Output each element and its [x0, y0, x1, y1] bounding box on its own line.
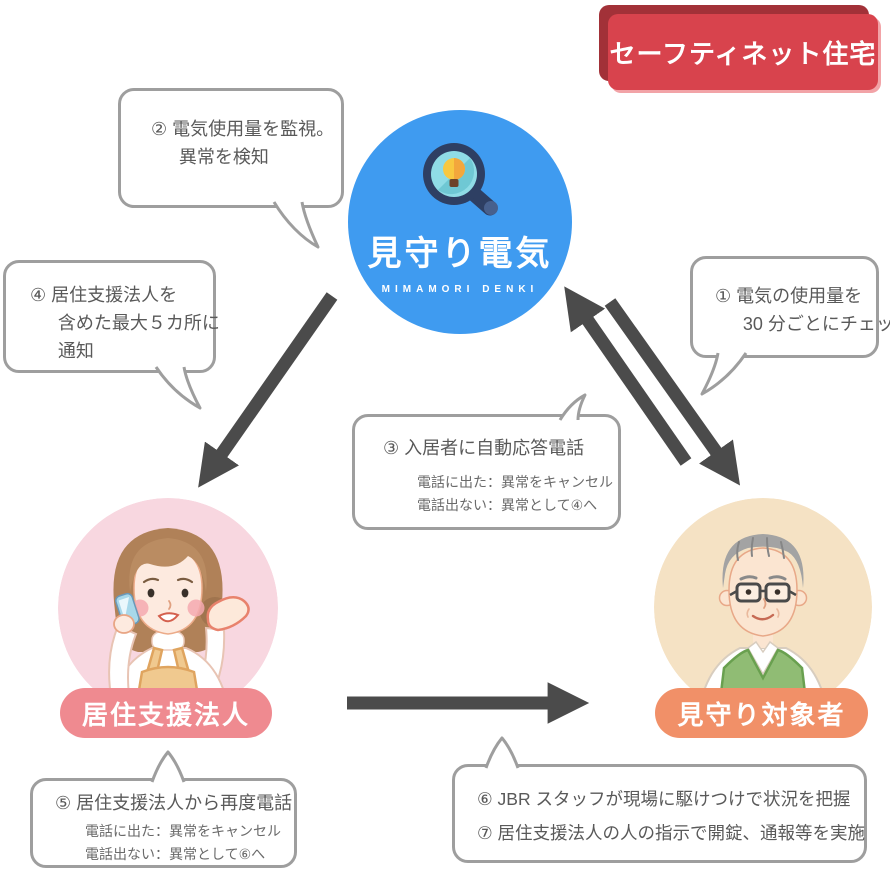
bubble-step4-notify: ④ 居住支援法人を 含めた最大５カ所に 通知	[3, 260, 220, 373]
support-org-illustration	[58, 498, 278, 718]
bubble-step7-line: ⑦ 居住支援法人の人の指示で開錠、通報等を実施	[477, 823, 866, 844]
elderly-man-illustration	[654, 498, 872, 716]
bubble-step2-line1: ② 電気使用量を監視。	[151, 119, 335, 139]
safety-net-housing-label: セーフティネット住宅	[609, 38, 877, 69]
watched-person-illustration	[654, 498, 872, 716]
logo-title: 見守り電気	[367, 235, 553, 273]
watched-person-label: 見守り対象者	[677, 699, 846, 730]
bubble-step3-tail	[558, 393, 587, 421]
support-org-badge: 居住支援法人	[60, 688, 272, 738]
bubble-step3-title: ③ 入居者に自動応答電話	[383, 438, 585, 458]
support-org-label: 居住支援法人	[81, 699, 250, 730]
bubble-step6-7-tail	[484, 736, 520, 769]
bubble-step3-sub1: 電話に出た：異常をキャンセル	[417, 474, 613, 491]
bubble-step3-sub2: 電話出ない：異常として④へ	[417, 497, 598, 514]
bubble-step2-monitor-usage: ② 電気使用量を監視。 異常を検知	[118, 88, 344, 208]
bubble-step6-line: ⑥ JBR スタッフが現場に駆けつけで状況を把握	[477, 789, 851, 809]
woman-on-phone-illustration	[58, 498, 278, 718]
logo-subtitle: MIMAMORI DENKI	[381, 284, 539, 295]
bubble-step5-recall: ⑤ 居住支援法人から再度電話 電話に出た：異常をキャンセル 電話出ない：異常とし…	[30, 778, 297, 868]
watched-person-badge: 見守り対象者	[655, 688, 868, 738]
bubble-step4-line2: 含めた最大５カ所に	[57, 312, 220, 333]
arrow-logo-to-support-org	[198, 292, 338, 488]
bubble-step5-sub2: 電話出ない：異常として⑥へ	[85, 846, 266, 863]
bubble-step2-line2: 異常を検知	[178, 146, 269, 167]
bubble-step4-tail	[154, 366, 202, 410]
bubble-step2-tail	[272, 201, 320, 249]
bubble-step4-line3: 通知	[57, 340, 94, 361]
bubble-step4-line1: ④ 居住支援法人を	[30, 285, 178, 305]
bubble-step1-tail	[700, 352, 748, 396]
magnifier-lightbulb-icon	[423, 143, 498, 216]
bubble-step6-7-jbr-staff: ⑥ JBR スタッフが現場に駆けつけで状況を把握 ⑦ 居住支援法人の人の指示で開…	[452, 764, 867, 863]
bubble-step5-sub1: 電話に出た：異常をキャンセル	[85, 823, 281, 840]
safety-net-housing-badge: セーフティネット住宅	[608, 14, 878, 90]
bubble-step1-line2: 30 分ごとにチェック	[742, 313, 890, 334]
mimamori-denki-logo: 見守り電気 MIMAMORI DENKI	[348, 110, 572, 334]
bubble-step5-title: ⑤ 居住支援法人から再度電話	[55, 793, 293, 813]
bubble-step5-tail	[150, 750, 186, 783]
bubble-step1-check-usage: ① 電気の使用量を 30 分ごとにチェック	[690, 256, 890, 358]
bubble-step3-auto-call: ③ 入居者に自動応答電話 電話に出た：異常をキャンセル 電話出ない：異常として④…	[352, 414, 621, 530]
bubble-step1-line1: ① 電気の使用量を	[715, 286, 863, 306]
